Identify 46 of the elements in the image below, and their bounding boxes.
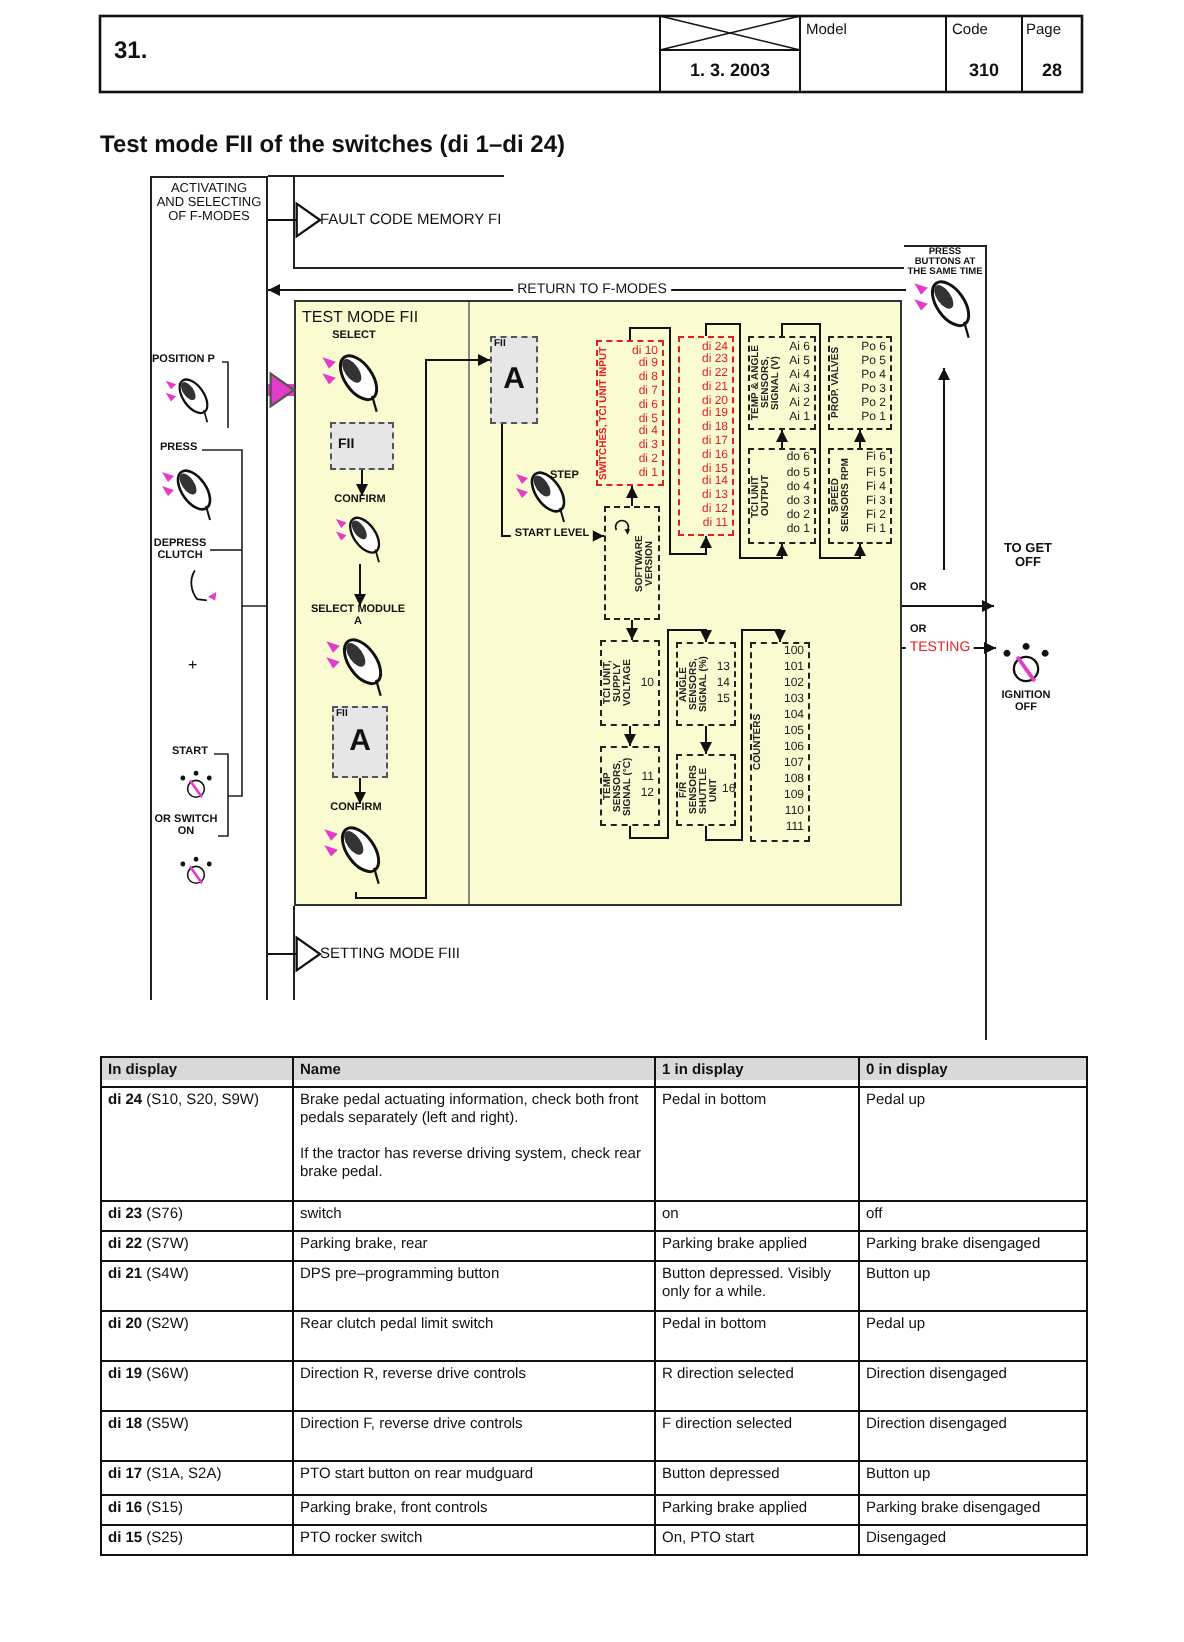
arrow	[626, 619, 638, 641]
signal-group-box	[748, 336, 816, 430]
arrow	[624, 725, 636, 747]
selection-panel	[150, 176, 268, 1000]
test-mode-panel	[294, 300, 902, 906]
arrow	[354, 777, 366, 805]
arrow	[700, 725, 712, 755]
plus-sign: +	[188, 658, 200, 675]
signal-group-box	[596, 340, 664, 486]
block-arrow	[268, 372, 296, 408]
display-screen	[490, 336, 538, 424]
arrow	[355, 354, 491, 899]
signal-group-box	[676, 754, 736, 826]
display-screen	[330, 422, 394, 470]
signal-group-box	[828, 448, 892, 544]
arrow	[854, 429, 866, 449]
arrow	[901, 600, 995, 612]
arrow	[356, 469, 368, 497]
arrow	[705, 629, 786, 841]
signal-group-box	[750, 642, 810, 842]
arrow	[629, 629, 712, 839]
panel-heading: TEST MODE FII	[302, 310, 419, 327]
signal-group-box	[604, 506, 660, 620]
signal-group-box	[600, 640, 660, 726]
arrow	[938, 367, 950, 571]
field-value: 28	[1039, 62, 1064, 81]
signal-group-box	[748, 448, 816, 544]
signal-group-box	[828, 336, 892, 430]
arrow	[354, 563, 366, 607]
arrow	[781, 323, 866, 559]
field-value: 310	[966, 62, 1002, 81]
signal-group-box	[676, 642, 736, 726]
signal-group-box	[678, 336, 734, 536]
signal-group-box	[600, 746, 660, 826]
arrow	[626, 485, 638, 507]
block-arrow	[267, 936, 322, 972]
display-screen	[332, 706, 388, 778]
header-title: 31.	[114, 38, 150, 64]
arrow	[705, 323, 788, 559]
arrow	[629, 327, 712, 555]
date-value: 1. 3. 2003	[687, 62, 773, 81]
page-title: Test mode FII of the switches (di 1–di 24)	[100, 132, 565, 158]
arrow	[776, 429, 788, 449]
display-letter: A	[501, 364, 527, 396]
display-letter: A	[347, 726, 373, 758]
block-arrow	[267, 202, 322, 238]
